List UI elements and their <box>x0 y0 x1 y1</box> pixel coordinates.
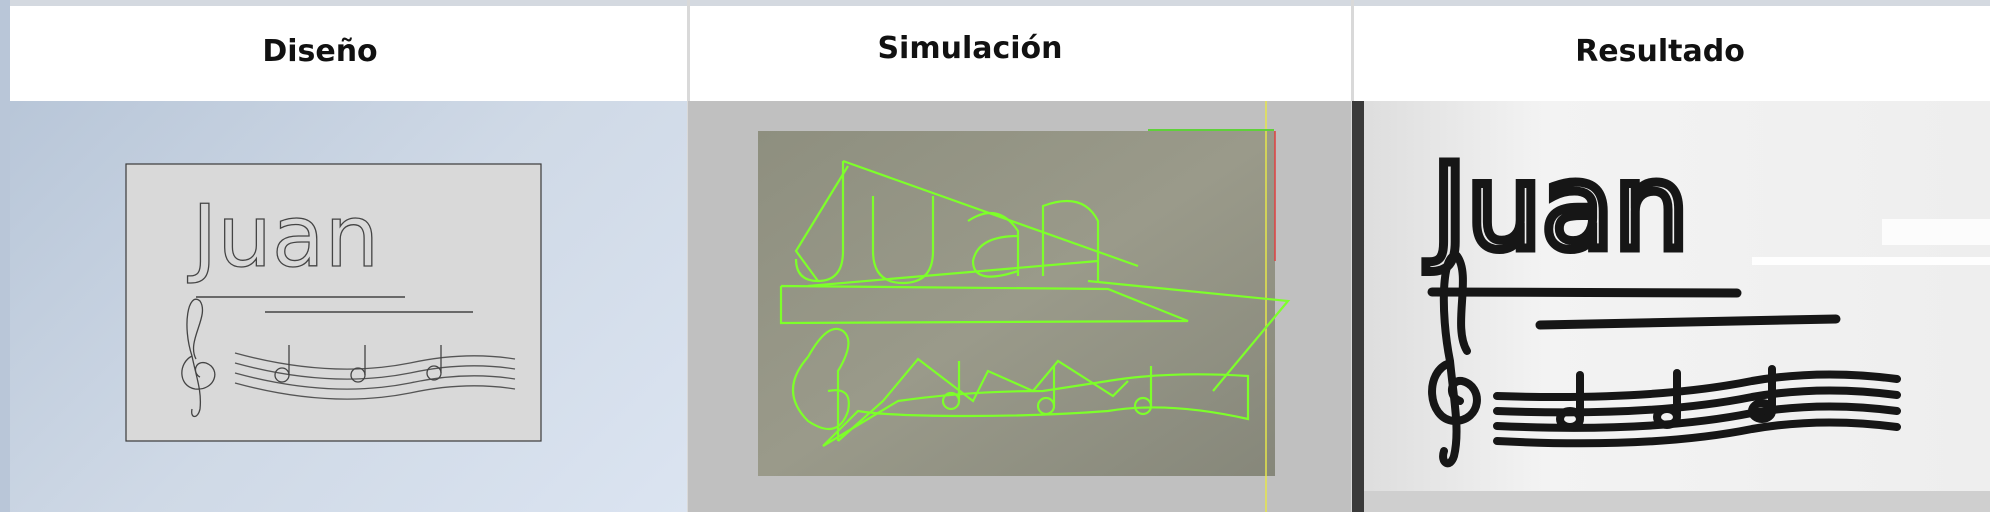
design-clef-icon <box>181 298 216 418</box>
simulation-drawing <box>758 101 1291 512</box>
result-clef-icon <box>1428 251 1481 468</box>
title-result: Resultado <box>1575 34 1745 69</box>
design-plate <box>125 163 542 442</box>
top-strip <box>0 0 1990 6</box>
sim-workpiece <box>758 131 1275 476</box>
result-board-edge <box>1352 101 1364 512</box>
result-underline-2 <box>1535 314 1841 330</box>
result-underline-1 <box>1427 287 1742 298</box>
design-panel: Juan <box>10 101 688 512</box>
design-notes <box>274 345 442 383</box>
result-photo: Juan <box>1352 101 1990 512</box>
sim-toolpath <box>779 159 1291 447</box>
header-bar: Diseño Simulación Resultado <box>10 6 1990 101</box>
title-design: Diseño <box>262 34 378 69</box>
result-glare-1 <box>1882 219 1990 245</box>
design-name-text: Juan <box>187 187 379 287</box>
result-board-bottom <box>1364 491 1990 512</box>
result-notes <box>1556 365 1776 431</box>
title-simulation: Simulación <box>877 31 1063 66</box>
result-panel: Juan <box>1352 101 1990 512</box>
result-name-text: Juan <box>1425 138 1689 276</box>
design-drawing: Juan <box>125 163 542 442</box>
design-staff <box>234 352 516 400</box>
left-strip <box>0 0 10 512</box>
simulation-panel <box>688 101 1352 512</box>
result-glare-2 <box>1752 257 1990 265</box>
